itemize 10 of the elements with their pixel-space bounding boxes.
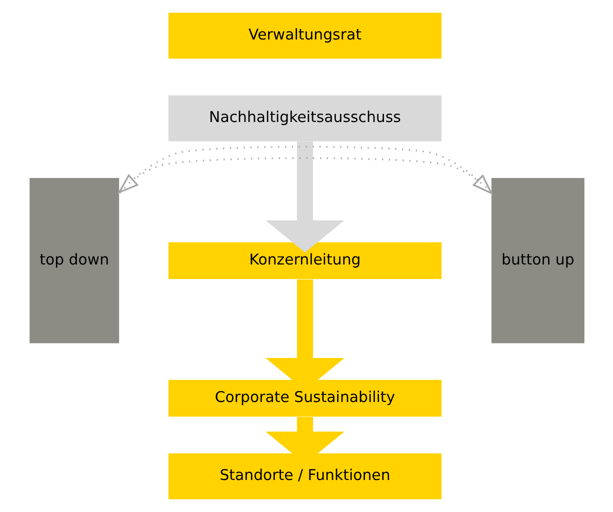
node-box: Corporate Sustainability: [168, 380, 442, 417]
node-box: Verwaltungsrat: [168, 12, 442, 59]
arrow: [116, 157, 492, 194]
node-box: top down: [29, 178, 119, 344]
node-box: Konzernleitung: [168, 242, 442, 279]
arrow: [265, 141, 344, 252]
node-box: Nachhaltigkeitsausschuss: [168, 95, 442, 142]
node-box: button up: [490, 178, 584, 344]
arrow: [118, 146, 493, 195]
node-box: Standorte / Funktionen: [168, 453, 442, 500]
